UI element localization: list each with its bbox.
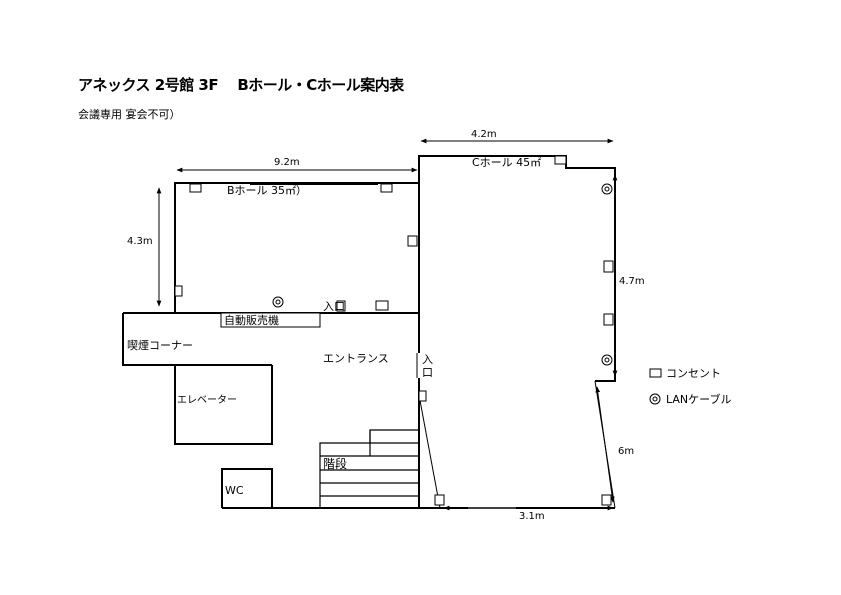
c-hall-door-swing — [418, 394, 441, 509]
lan-port-icon — [652, 396, 658, 402]
outlet-icon — [375, 300, 389, 311]
legend: コンセント LANケーブル — [649, 367, 731, 406]
entrance-label: エントランス — [323, 352, 389, 365]
c-hall-wall — [418, 155, 616, 508]
b-width-label: 9.2m — [274, 157, 300, 168]
c-entry-label-top: 入 — [422, 353, 433, 366]
lan-port-icon — [604, 357, 610, 363]
legend-lan-label: LANケーブル — [666, 392, 731, 406]
elevator-wall — [174, 365, 273, 445]
c-diag-arrow — [595, 386, 615, 503]
outlet-icon — [554, 155, 567, 165]
c-side-label: 4.7m — [619, 276, 645, 287]
c-entry-label-bottom: 口 — [422, 366, 433, 379]
outlet-icon — [189, 183, 202, 193]
outlet-icon — [603, 260, 614, 273]
outlet-icon — [649, 368, 662, 378]
b-entry-label: 入口 — [323, 300, 345, 313]
legend-outlet-label: コンセント — [666, 367, 721, 380]
page-title: アネックス 2号館 3F Bホール・Cホール案内表 — [78, 76, 404, 94]
c-hall-label: Cホール 45㎡ — [472, 156, 541, 169]
usage-note: 会議専用 宴会不可） — [78, 108, 181, 121]
c-bottom-label: 3.1m — [519, 511, 545, 522]
outlet-icon — [174, 285, 183, 297]
b-hall-label: Bホール 35㎡） — [227, 184, 307, 197]
outlet-icon — [434, 494, 445, 506]
wc-wall — [221, 468, 273, 508]
smoking-area-wall — [122, 313, 272, 366]
c-diag-label: 6m — [618, 446, 634, 457]
smoking-corner-label: 喫煙コーナー — [127, 339, 193, 352]
elevator-label: エレベーター — [177, 394, 237, 406]
c-width-label: 4.2m — [471, 129, 497, 140]
outlet-icon — [407, 235, 418, 247]
lan-port-icon — [275, 299, 281, 305]
b-hall-wall — [174, 182, 419, 313]
stairs-label: 階段 — [323, 456, 347, 471]
vending-machine-label: 自動販売機 — [224, 313, 279, 327]
outlet-icon — [601, 494, 612, 506]
stairs — [319, 429, 419, 508]
lan-port-icon — [604, 186, 610, 192]
vending-machine — [220, 312, 321, 328]
wc-label: WC — [225, 484, 244, 497]
outlet-icon — [418, 390, 427, 402]
outlet-icon — [603, 313, 614, 326]
outlet-icon — [336, 300, 346, 312]
outlet-icon — [380, 183, 393, 193]
b-depth-label: 4.3m — [127, 236, 153, 247]
